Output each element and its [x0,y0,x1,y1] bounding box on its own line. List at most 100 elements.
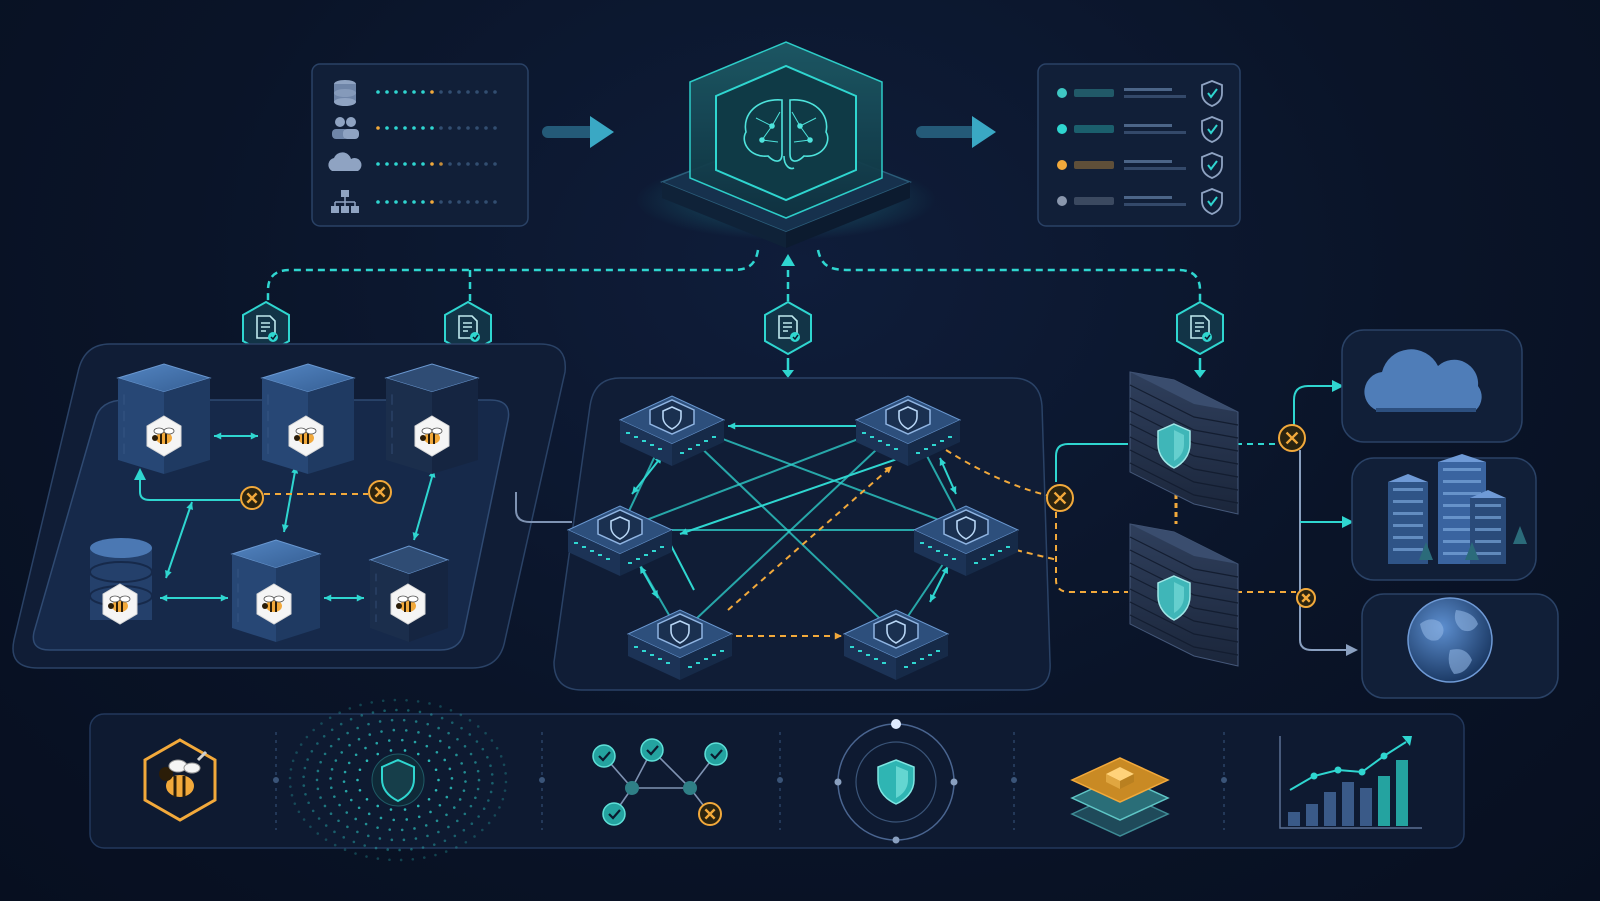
bee-icon [390,583,426,625]
flow-arrow-out [916,116,996,148]
bee-icon [256,583,292,625]
connection-line [939,457,957,495]
data-stream-row [376,90,497,94]
data-stream-row [376,200,497,204]
users-icon [332,117,359,139]
bee-icon [288,415,324,457]
status-dot [1057,88,1067,98]
connection-line [679,457,901,535]
blocked-x-icon [1046,484,1074,512]
status-dot [1057,124,1067,134]
cloud-icon [1364,349,1482,412]
connection-line [728,422,872,430]
container-node [384,363,480,474]
blocked-x-icon [698,802,722,826]
datacenter-icon [1388,454,1527,564]
blocked-x-icon [368,480,392,504]
shield-icon [898,406,918,430]
policy-badge [764,300,812,378]
connection-line [929,565,949,603]
destination-cloud [1341,329,1523,443]
connection-line [134,468,240,501]
feature-separator [1221,732,1227,830]
shield-icon [610,516,630,540]
arrow-up-icon [781,254,795,266]
status-dot [1057,196,1067,206]
growth-chart-icon [1279,736,1422,829]
document-check-icon [256,315,278,342]
shield-icon [670,620,690,644]
flow-arrow-in [542,116,614,148]
document-check-icon [1190,315,1212,342]
blocked-x-icon [1296,588,1316,608]
document-check-icon [458,315,480,342]
blocked-x-icon [1278,424,1306,452]
bee-icon [414,415,450,457]
data-stream-row [376,126,497,130]
mesh-node [566,505,674,576]
firewall [1129,523,1239,667]
output-row [1057,116,1223,143]
data-stream-row [376,162,497,166]
connection-line [639,565,659,599]
shield-icon [662,406,682,430]
mesh-node [618,395,726,466]
container-node [230,539,322,642]
firewall [1129,371,1239,515]
mesh-node [912,505,1020,576]
container-node [368,545,450,642]
input-data-streams [376,90,497,204]
shield-check-icon [1201,80,1223,107]
connection-line [727,465,893,611]
cluster-link [515,492,572,523]
status-dot [1057,160,1067,170]
connection-line [736,632,842,640]
connection-line [165,501,193,579]
feature-separator [273,732,279,830]
destination-internet [1361,593,1559,699]
output-row [1057,80,1223,107]
shield-icon [1157,423,1191,469]
feature-separator [539,732,545,830]
connection-line [160,594,228,602]
layers-icon [1070,757,1170,837]
policy-badge [1176,300,1224,378]
shield-icon [886,620,906,644]
shield-radial-icon [288,698,508,862]
policy-distribution-lines [266,249,1202,302]
bee-hexagon-icon [143,738,217,822]
feature-separator [1011,732,1017,830]
policy-badge [444,300,492,378]
shield-orbit-icon [834,719,958,844]
blocked-x-icon [240,486,264,510]
mesh-node [626,609,734,680]
container-node [116,363,212,474]
connection-line [214,432,258,440]
blocked-connection [945,449,1059,561]
document-check-icon [778,315,800,342]
routing-lines [1055,380,1358,656]
shield-check-icon [1201,116,1223,143]
mesh-node [842,609,950,680]
graph-check-icon [592,738,728,826]
shield-check-icon [1201,152,1223,179]
shield-icon [1157,575,1191,621]
brain-icon [743,99,829,170]
cloud-icon [328,152,362,171]
output-row [1057,152,1223,179]
shield-icon [956,516,976,540]
bee-icon [102,583,138,625]
output-row [1057,188,1223,215]
input-panel [311,63,529,227]
ai-core [636,41,936,248]
shield-check-icon [1201,188,1223,215]
globe-icon [1407,597,1493,683]
destination-datacenter [1351,454,1537,581]
hierarchy-icon [331,190,359,213]
database-icon [334,80,356,106]
output-panel [1037,63,1241,227]
bee-icon [146,415,182,457]
feature-separator [777,732,783,830]
mesh-node [854,395,962,466]
